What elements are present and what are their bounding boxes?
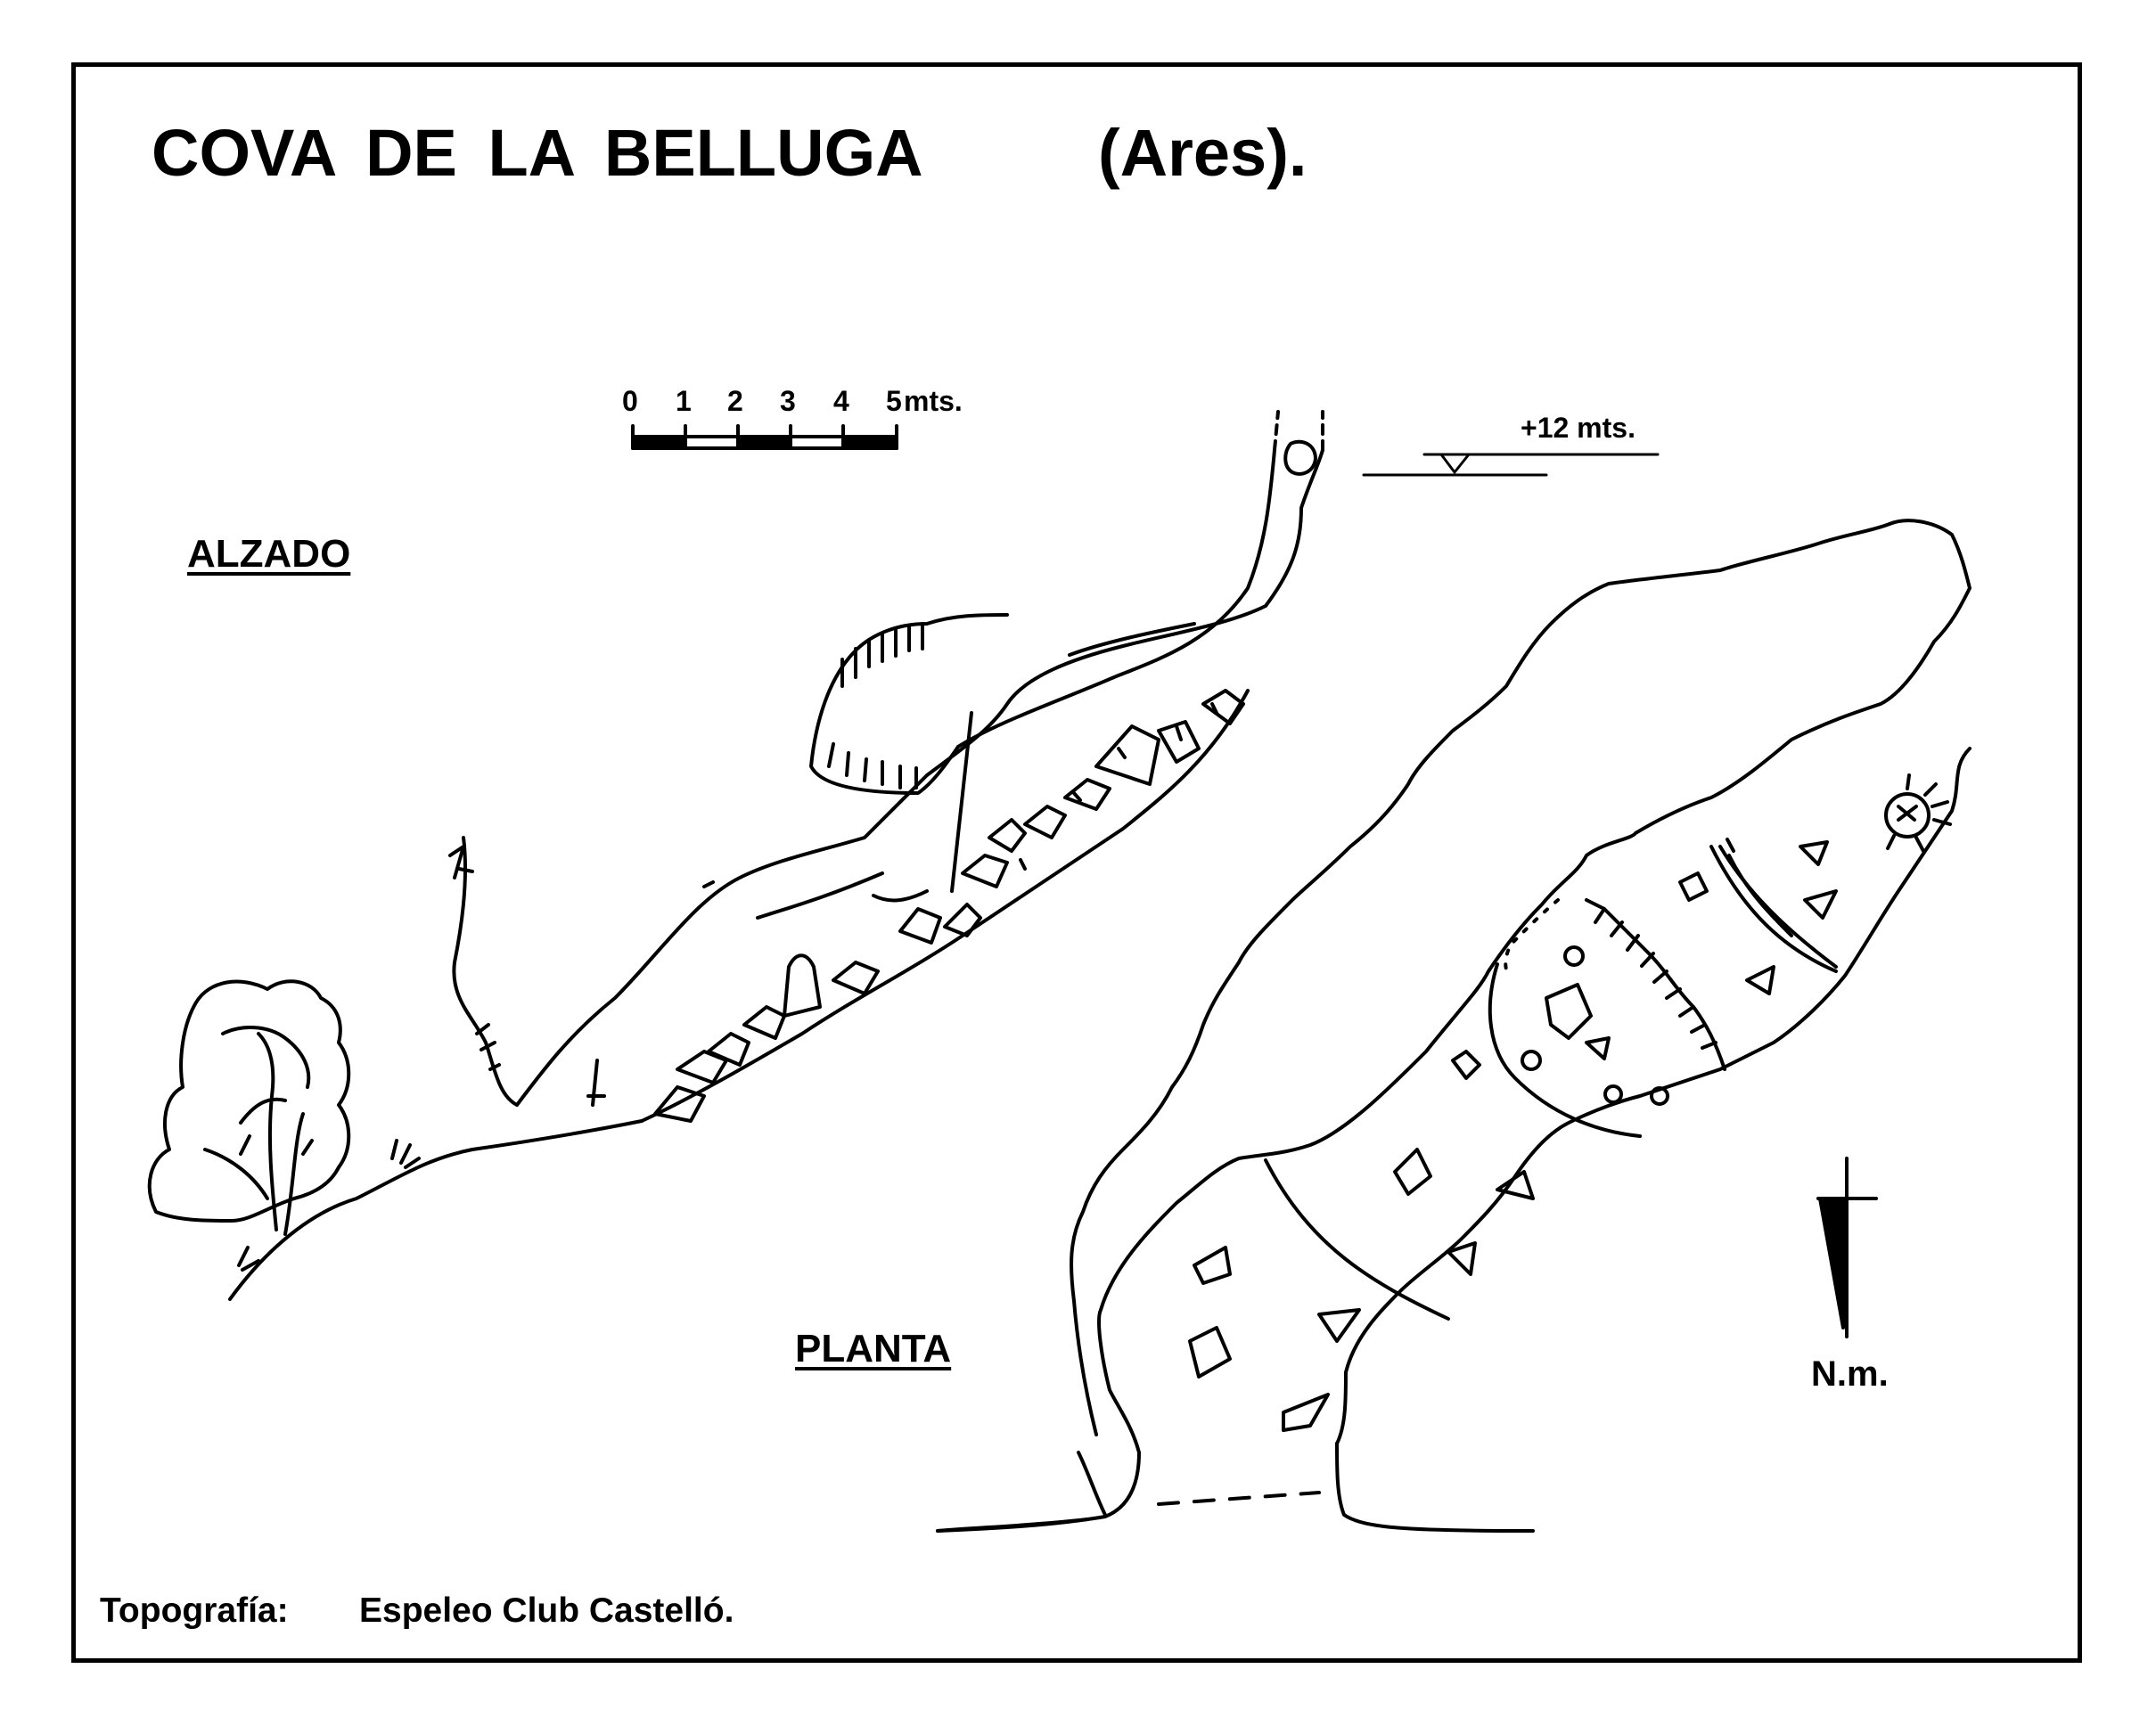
plan-view	[936, 519, 1972, 1533]
scale-tick-label: 4	[833, 385, 849, 417]
scale-tick-label: 0	[622, 385, 638, 417]
survey-credit-label: Topografía:	[100, 1591, 289, 1630]
north-arrow	[1816, 1157, 1878, 1338]
scale-tick-label: 3	[780, 385, 796, 417]
map-frame	[71, 62, 2082, 1663]
level-marker	[1362, 453, 1660, 477]
elevation-view-label: ALZADO	[187, 532, 351, 576]
scale-unit-label: mts.	[904, 385, 963, 417]
cave-title: COVA DE LA BELLUGA	[152, 116, 923, 190]
scale-tick-label: 1	[676, 385, 692, 417]
magnetic-north-label: N.m.	[1811, 1354, 1889, 1394]
scale-tick-label: 5	[886, 385, 902, 417]
level-marker-label: +12 mts.	[1521, 412, 1635, 444]
survey-credit-author: Espeleo Club Castelló.	[359, 1591, 734, 1630]
scale-tick-label: 2	[727, 385, 743, 417]
elevation-view	[147, 410, 1324, 1301]
plan-view-label: PLANTA	[795, 1327, 952, 1370]
scale-bar	[631, 424, 898, 450]
cave-region: (Ares).	[1098, 116, 1308, 190]
